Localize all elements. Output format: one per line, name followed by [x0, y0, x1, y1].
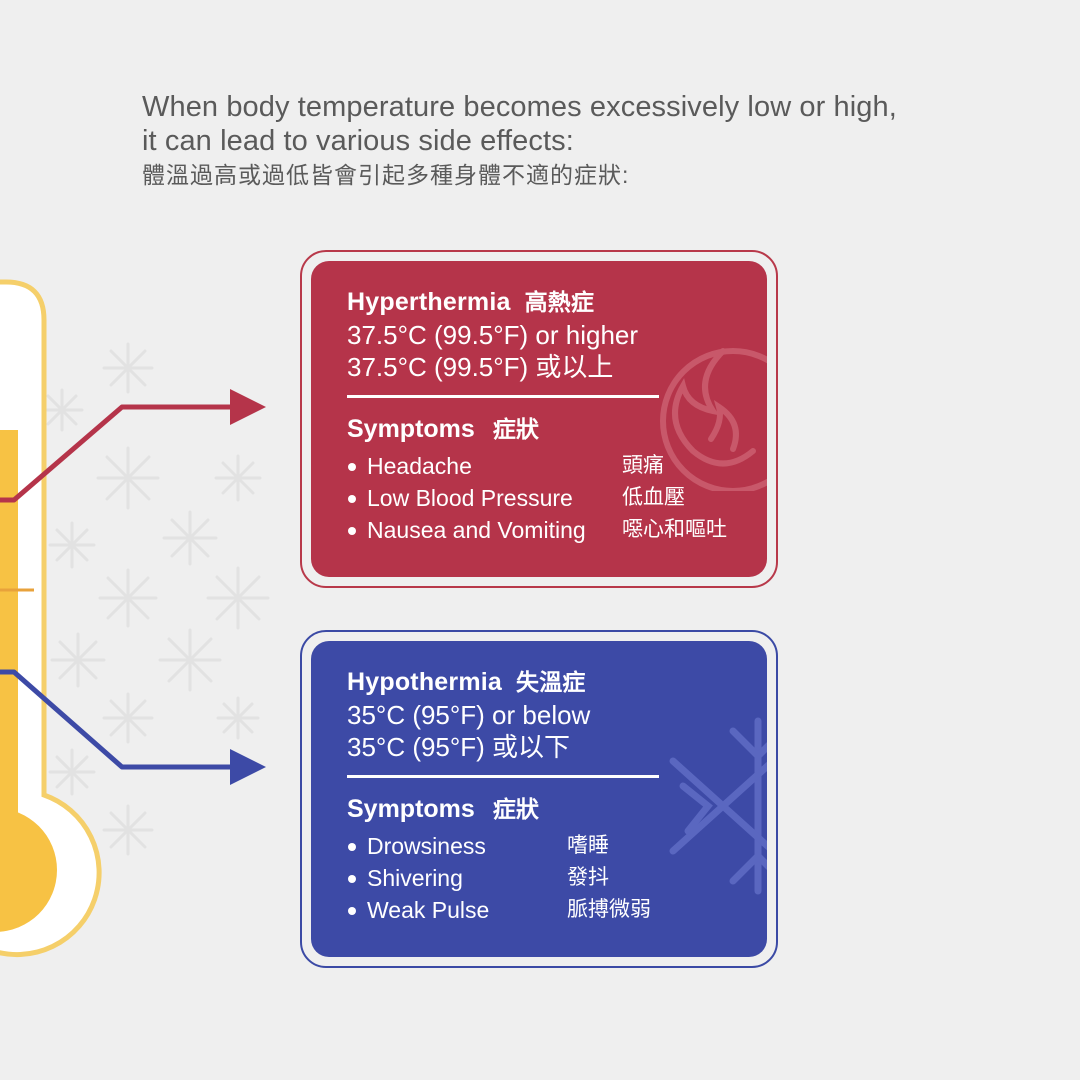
hypothermia-card-body: Hypothermia 失溫症 35°C (95°F) or below 35°C…: [311, 641, 767, 957]
hypothermia-card: Hypothermia 失溫症 35°C (95°F) or below 35°C…: [300, 630, 778, 968]
symptom-zh: 脈搏微弱: [567, 898, 651, 921]
hypothermia-symptom-list: Drowsiness 嗜睡 Shivering 發抖 Weak Pulse 脈搏微弱: [347, 830, 747, 926]
list-item: Drowsiness 嗜睡: [347, 830, 747, 862]
hyperthermia-card: Hyperthermia 高熱症 37.5°C (99.5°F) or highe…: [300, 250, 778, 588]
thermometer-icon: [0, 279, 102, 958]
background-snowflake-icon: [40, 342, 270, 856]
symptoms-label-zh: 症狀: [492, 416, 539, 442]
symptom-en: Low Blood Pressure: [367, 485, 573, 511]
list-item: Shivering 發抖: [347, 862, 747, 894]
hypothermia-range-en: 35°C (95°F) or below: [347, 700, 591, 730]
hyperthermia-arrow-icon: [0, 389, 266, 503]
symptom-zh: 頭痛: [622, 454, 664, 477]
symptoms-label-en: Symptoms: [347, 415, 475, 443]
hyperthermia-title-zh: 高熱症: [524, 289, 595, 315]
hypothermia-title: Hypothermia 失溫症: [347, 667, 747, 697]
hypothermia-range-zh: 35°C (95°F) 或以下: [347, 732, 571, 762]
symptom-en: Shivering: [367, 865, 463, 891]
hyperthermia-card-body: Hyperthermia 高熱症 37.5°C (99.5°F) or highe…: [311, 261, 767, 577]
list-item: Headache 頭痛: [347, 450, 747, 482]
intro-text: When body temperature becomes excessivel…: [142, 90, 897, 190]
intro-line-1: When body temperature becomes excessivel…: [142, 91, 897, 123]
symptom-en: Headache: [367, 453, 472, 479]
hyperthermia-range-zh: 37.5°C (99.5°F) 或以上: [347, 352, 614, 382]
symptom-zh: 嗜睡: [567, 834, 609, 857]
hypothermia-arrow-icon: [0, 669, 266, 785]
list-item: Low Blood Pressure 低血壓: [347, 482, 747, 514]
hypothermia-title-zh: 失溫症: [516, 669, 586, 695]
hypothermia-title-en: Hypothermia: [347, 668, 503, 696]
hyperthermia-range-en: 37.5°C (99.5°F) or higher: [347, 320, 639, 350]
hyperthermia-symptoms-title: Symptoms 症狀: [347, 414, 747, 444]
symptom-en: Nausea and Vomiting: [367, 517, 586, 543]
symptom-zh: 噁心和嘔吐: [622, 518, 727, 541]
divider: [347, 775, 659, 778]
intro-line-2: it can lead to various side effects:: [142, 125, 574, 157]
symptom-zh: 低血壓: [622, 486, 685, 509]
hypothermia-symptoms-title: Symptoms 症狀: [347, 794, 747, 824]
symptom-en: Weak Pulse: [367, 897, 490, 923]
hyperthermia-title: Hyperthermia 高熱症: [347, 287, 747, 317]
list-item: Nausea and Vomiting 噁心和嘔吐: [347, 514, 747, 546]
list-item: Weak Pulse 脈搏微弱: [347, 894, 747, 926]
symptoms-label-zh: 症狀: [492, 796, 539, 822]
hyperthermia-title-en: Hyperthermia: [347, 288, 511, 316]
intro-line-3: 體溫過高或過低皆會引起多種身體不適的症狀:: [142, 162, 630, 188]
symptoms-label-en: Symptoms: [347, 795, 475, 823]
symptom-en: Drowsiness: [367, 833, 486, 859]
divider: [347, 395, 659, 398]
hyperthermia-symptom-list: Headache 頭痛 Low Blood Pressure 低血壓 Nausea …: [347, 450, 747, 546]
flame-icon: [660, 348, 767, 491]
symptom-zh: 發抖: [567, 866, 609, 889]
snowflake-icon: [669, 717, 767, 895]
